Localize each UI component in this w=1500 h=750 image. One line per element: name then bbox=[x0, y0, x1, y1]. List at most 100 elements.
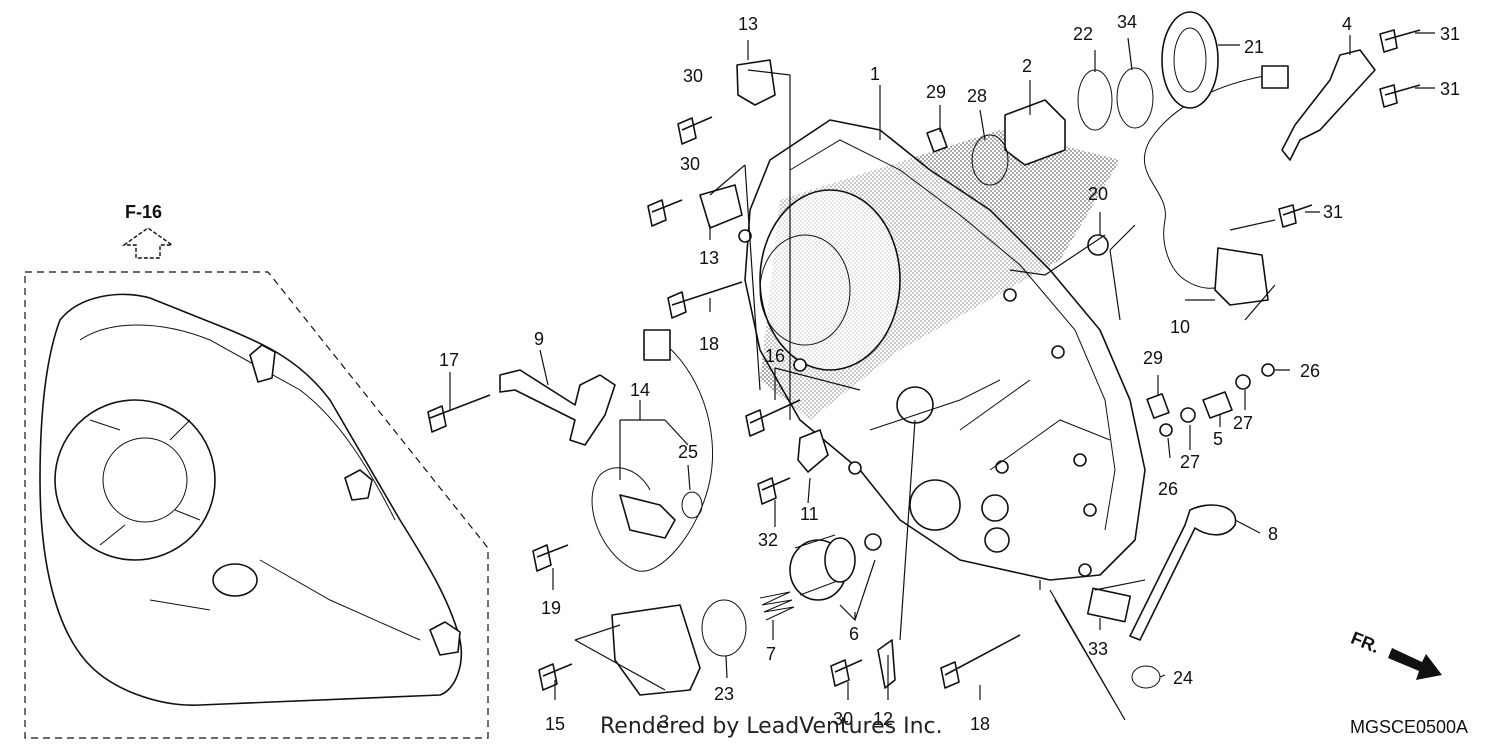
bolt-hole-3 bbox=[848, 461, 862, 475]
bolt-16 bbox=[745, 399, 801, 437]
callout-18b[interactable]: 18 bbox=[970, 714, 990, 734]
callout-31c[interactable]: 31 bbox=[1323, 202, 1343, 222]
spring-7 bbox=[759, 591, 795, 621]
callout-14[interactable]: 14 bbox=[630, 380, 650, 400]
callout-6[interactable]: 6 bbox=[849, 624, 859, 644]
callout-1[interactable]: 1 bbox=[870, 64, 880, 84]
callout-24[interactable]: 24 bbox=[1173, 668, 1193, 688]
bolt-17 bbox=[427, 394, 491, 433]
callout-21[interactable]: 21 bbox=[1244, 37, 1264, 57]
bearing-21-inner bbox=[1173, 27, 1207, 93]
callout-11[interactable]: 11 bbox=[800, 504, 819, 524]
bolt-31-a bbox=[1379, 29, 1421, 53]
callout-4[interactable]: 4 bbox=[1342, 14, 1352, 34]
oring-24 bbox=[1131, 665, 1161, 689]
callout-27b[interactable]: 27 bbox=[1180, 452, 1200, 472]
bolt-15 bbox=[538, 663, 573, 691]
callout-30a[interactable]: 30 bbox=[683, 66, 703, 86]
washer-27b bbox=[1235, 374, 1251, 390]
callout-17[interactable]: 17 bbox=[439, 350, 459, 370]
callout-18a[interactable]: 18 bbox=[699, 334, 719, 354]
callout-20[interactable]: 20 bbox=[1088, 184, 1108, 204]
circlip-34 bbox=[1116, 67, 1154, 129]
callout-27a[interactable]: 27 bbox=[1233, 413, 1253, 433]
washer-20 bbox=[1087, 234, 1109, 256]
clutch-dome bbox=[759, 189, 901, 371]
harness-connector bbox=[1261, 65, 1289, 89]
callout-33[interactable]: 33 bbox=[1088, 639, 1108, 659]
callout-5[interactable]: 5 bbox=[1213, 429, 1223, 449]
leader-lines bbox=[449, 32, 1435, 721]
oring-22 bbox=[1077, 69, 1113, 131]
filter-boss bbox=[896, 386, 934, 424]
sensor-14-body bbox=[619, 494, 676, 539]
port-c bbox=[984, 527, 1010, 553]
clutch-dome-inner bbox=[759, 234, 851, 346]
bolt-31-c bbox=[1278, 204, 1313, 228]
callout-30b[interactable]: 30 bbox=[680, 154, 700, 174]
filter-group bbox=[611, 533, 896, 696]
drain-bolt-5 bbox=[1202, 391, 1233, 419]
drawing-code: MGSCE0500A bbox=[1350, 717, 1468, 737]
callout-26b[interactable]: 26 bbox=[1158, 479, 1178, 499]
callout-29a[interactable]: 29 bbox=[926, 82, 946, 102]
callout-2[interactable]: 2 bbox=[1022, 56, 1032, 76]
callout-29b[interactable]: 29 bbox=[1143, 348, 1163, 368]
sensor-harness-group bbox=[1143, 49, 1376, 306]
cover-round-inner bbox=[102, 437, 188, 523]
bracket-13-top bbox=[736, 59, 776, 106]
cover-star-ribs bbox=[89, 419, 201, 546]
callout-10[interactable]: 10 bbox=[1170, 317, 1190, 337]
bolt-30-top bbox=[677, 116, 713, 145]
callout-12[interactable]: 12 bbox=[873, 709, 893, 729]
bolt-hole-5 bbox=[1073, 453, 1087, 467]
callout-3[interactable]: 3 bbox=[659, 712, 669, 732]
outer-cover-shape bbox=[39, 293, 463, 706]
callout-34[interactable]: 34 bbox=[1117, 12, 1137, 32]
main-cover-flange bbox=[789, 139, 1116, 531]
oil-filter-cap bbox=[824, 537, 856, 583]
callout-7[interactable]: 7 bbox=[766, 644, 776, 664]
filter-cover-3 bbox=[611, 604, 701, 696]
main-cover-group bbox=[738, 119, 1146, 581]
callout-31a[interactable]: 31 bbox=[1440, 24, 1460, 44]
stopper-plate-12 bbox=[877, 639, 896, 689]
callout-26a[interactable]: 26 bbox=[1300, 361, 1320, 381]
bracket-13-low bbox=[699, 184, 743, 229]
callout-30c[interactable]: 30 bbox=[833, 709, 853, 729]
front-arrow-icon bbox=[1388, 648, 1442, 680]
callout-31b[interactable]: 31 bbox=[1440, 79, 1460, 99]
watermark: Rendered by LeadVentures Inc. bbox=[600, 714, 943, 739]
gasket-11 bbox=[797, 429, 829, 473]
port-b bbox=[981, 494, 1009, 522]
bolt-hole-2 bbox=[793, 358, 807, 372]
shift-sensor-group bbox=[499, 329, 829, 572]
port-a bbox=[909, 479, 961, 531]
callout-25[interactable]: 25 bbox=[678, 442, 698, 462]
callout-13a[interactable]: 13 bbox=[738, 14, 758, 34]
bolt-hole-8 bbox=[1003, 288, 1017, 302]
cover-tabs bbox=[249, 344, 461, 656]
washer-27a bbox=[1180, 407, 1196, 423]
bolt-31-b bbox=[1379, 84, 1421, 108]
washer-26a bbox=[1159, 423, 1173, 437]
cover-round-boss bbox=[54, 399, 216, 561]
callout-22[interactable]: 22 bbox=[1073, 24, 1093, 44]
bolt-hole-9 bbox=[1083, 503, 1097, 517]
sensor-wire-14 bbox=[591, 339, 714, 572]
callout-28[interactable]: 28 bbox=[967, 86, 987, 106]
callout-32[interactable]: 32 bbox=[758, 530, 778, 550]
washer-small bbox=[864, 533, 882, 551]
reference-arrow[interactable]: F-16 bbox=[121, 202, 175, 259]
bracket-9 bbox=[499, 369, 616, 446]
oring-28 bbox=[971, 134, 1009, 186]
callout-9[interactable]: 9 bbox=[534, 329, 544, 349]
callout-19[interactable]: 19 bbox=[541, 598, 561, 618]
callout-15[interactable]: 15 bbox=[545, 714, 565, 734]
callout-8[interactable]: 8 bbox=[1268, 524, 1278, 544]
callout-16[interactable]: 16 bbox=[765, 346, 785, 366]
small-hardware-group bbox=[1086, 234, 1275, 689]
callout-13b[interactable]: 13 bbox=[699, 248, 719, 268]
callout-23[interactable]: 23 bbox=[714, 684, 734, 704]
